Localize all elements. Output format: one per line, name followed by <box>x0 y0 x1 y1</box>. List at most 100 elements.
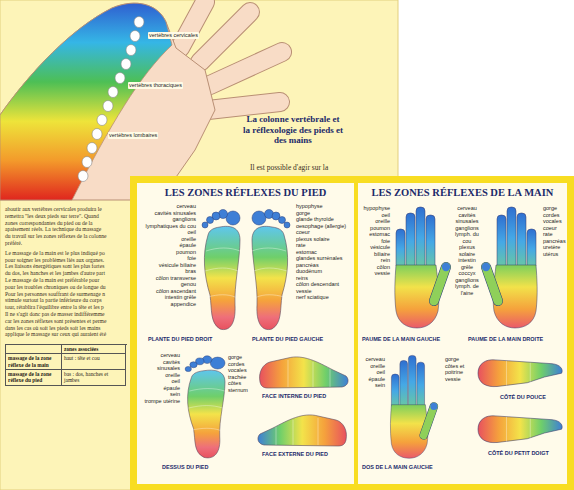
label-anchor: FACE EXTERNE DU PIED <box>262 451 328 458</box>
zone-label: plexus solaire <box>296 236 350 243</box>
zone-label: côlon transverse <box>140 275 196 282</box>
left-palm <box>395 207 450 328</box>
body-text: tour, rétablira l'équilibre entre la têt… <box>5 304 127 311</box>
body-text: car les zones réflexes sont présentes et… <box>5 318 127 325</box>
label-anchor: CÔTÉ DU PETIT DOIGT <box>488 450 549 457</box>
table-cell-empty <box>6 345 62 354</box>
label-anchor: DOS DE LA MAIN GAUCHE <box>362 464 433 471</box>
vertebra <box>97 115 107 126</box>
vertebra <box>121 59 131 70</box>
intro-text: Il est possible d'agir sur la <box>250 163 328 172</box>
zone-label: reins <box>296 275 350 282</box>
zone-label: genou <box>140 281 196 288</box>
vertebra <box>115 73 125 84</box>
zone-label: uretère <box>543 244 566 251</box>
zone-label: hypophyse <box>360 205 390 212</box>
zone-label: côtes <box>228 380 256 387</box>
zone-label: cerveau <box>140 203 196 210</box>
body-text: préféré. <box>5 240 127 247</box>
body-text: Le massage de la main est préférable pou… <box>5 277 127 284</box>
spine-label: vertèbres thoraciques <box>128 82 183 89</box>
zone-label: vésicule biliaire <box>360 244 390 257</box>
finger <box>180 2 205 48</box>
zone-label: cavités sinusales <box>139 359 180 372</box>
zone-label: trachée <box>228 374 256 381</box>
zone-label: vessie <box>360 270 390 277</box>
zone-label: sternum <box>228 387 256 394</box>
zone-label: cordes vocales <box>228 361 256 374</box>
zone-label: glandes surrénales <box>296 255 350 262</box>
label-anchor: PLANTE DU PIED DROIT <box>148 336 212 343</box>
zone-label: gorge <box>543 205 566 212</box>
vertebra <box>82 157 92 168</box>
view-caption: FACE INTERNE DU PIED <box>262 393 326 400</box>
zone-label: côlon ascendant <box>140 288 196 295</box>
zone-label: oeil <box>360 369 385 376</box>
zone-label: coeur <box>296 229 350 236</box>
zone-label: vessie <box>445 376 475 383</box>
left-sole <box>252 210 290 330</box>
zone-label: cordes vocales <box>543 212 566 225</box>
zone-label: poumon <box>140 249 196 256</box>
zone-label: oeil <box>139 378 180 385</box>
zone-label: intestin grêle <box>140 294 196 301</box>
label-anchor: FACE INTERNE DU PIED <box>262 393 326 400</box>
view-caption: PAUME DE LA MAIN GAUCHE <box>362 336 440 343</box>
zone-label: pancréas <box>543 238 566 245</box>
zone-label: intestin grêle <box>453 257 481 270</box>
vertebra <box>108 87 118 98</box>
zone-label: côtes et poitrine <box>445 363 475 376</box>
label-anchor: PAUME DE LA MAIN DROITE <box>468 336 543 343</box>
zone-label: gorge <box>445 356 475 363</box>
foot-inner-side <box>260 357 349 388</box>
view-caption: PAUME DE LA MAIN DROITE <box>468 336 543 343</box>
label-column: gorgecordes vocalestrachéecôtessternum <box>228 354 256 393</box>
view-caption: CÔTÉ DU PETIT DOIGT <box>488 450 549 457</box>
view-caption: PLANTE DU PIED GAUCHE <box>252 336 323 343</box>
vertebra <box>126 45 136 56</box>
finger-outline <box>180 2 205 48</box>
hand-panel-ground <box>358 183 567 484</box>
vertebra <box>87 143 97 154</box>
label-column: gorgecôtes et poitrinevessie <box>445 356 475 382</box>
label-column: cerveaucavités sinusalesganglions lymph.… <box>453 205 481 296</box>
zone-label: rate <box>296 242 350 249</box>
right-palm <box>482 207 537 328</box>
zone-label: foie <box>360 238 390 245</box>
label-column: cerveaucavités sinusalesoreilleoeilépaul… <box>139 352 180 404</box>
label-column: gorgecordes vocalescoeurratepancréasuret… <box>543 205 566 257</box>
zone-label: vésicule biliaire <box>140 262 196 269</box>
label-anchor: vertèbres lombaires <box>108 132 158 139</box>
finger-outline <box>200 12 250 62</box>
label-anchor: Il est possible d'agir sur la <box>250 163 328 172</box>
little-finger-side <box>478 416 562 443</box>
body-text: Les liaisons énergétiques sont les plus … <box>5 263 127 270</box>
body-text: Il ne s'agit donc pas de masser indiffér… <box>5 311 127 318</box>
back-card: La colonne vertébrale et la réflexologie… <box>0 0 398 176</box>
vertebra <box>78 171 88 182</box>
zone-label: coccyx <box>453 270 481 277</box>
finger-outline <box>208 102 280 110</box>
body-text: remettra "les deux pieds sur terre". Qua… <box>5 213 127 220</box>
label-anchor: CÔTÉ DU POUCE <box>500 394 546 401</box>
zone-label: oeil <box>140 229 196 236</box>
zone-label: coeur <box>543 225 566 232</box>
zone-label: appendice <box>140 301 196 308</box>
spine-label: vertèbres cervicales <box>148 32 199 39</box>
table-cell: zones associées <box>62 345 126 354</box>
zone-label: cerveau <box>453 205 481 212</box>
table-cell: bas : dos, hanches et jambes <box>62 370 126 386</box>
vertebra <box>103 101 113 112</box>
body-text: apaisement réels. La technique du massag… <box>5 226 127 233</box>
zone-label: côlon descendant <box>296 281 350 288</box>
vertebra <box>130 31 140 42</box>
zone-label: ganglions lymphatiques du cou <box>140 216 196 229</box>
label-anchor: vertèbres cervicales <box>148 32 199 39</box>
vertebra <box>134 17 144 28</box>
zone-label: épaule <box>139 385 180 392</box>
body-text: stimule surtout la partie inférieure du … <box>5 297 127 304</box>
zone-label: estomac <box>360 231 390 238</box>
